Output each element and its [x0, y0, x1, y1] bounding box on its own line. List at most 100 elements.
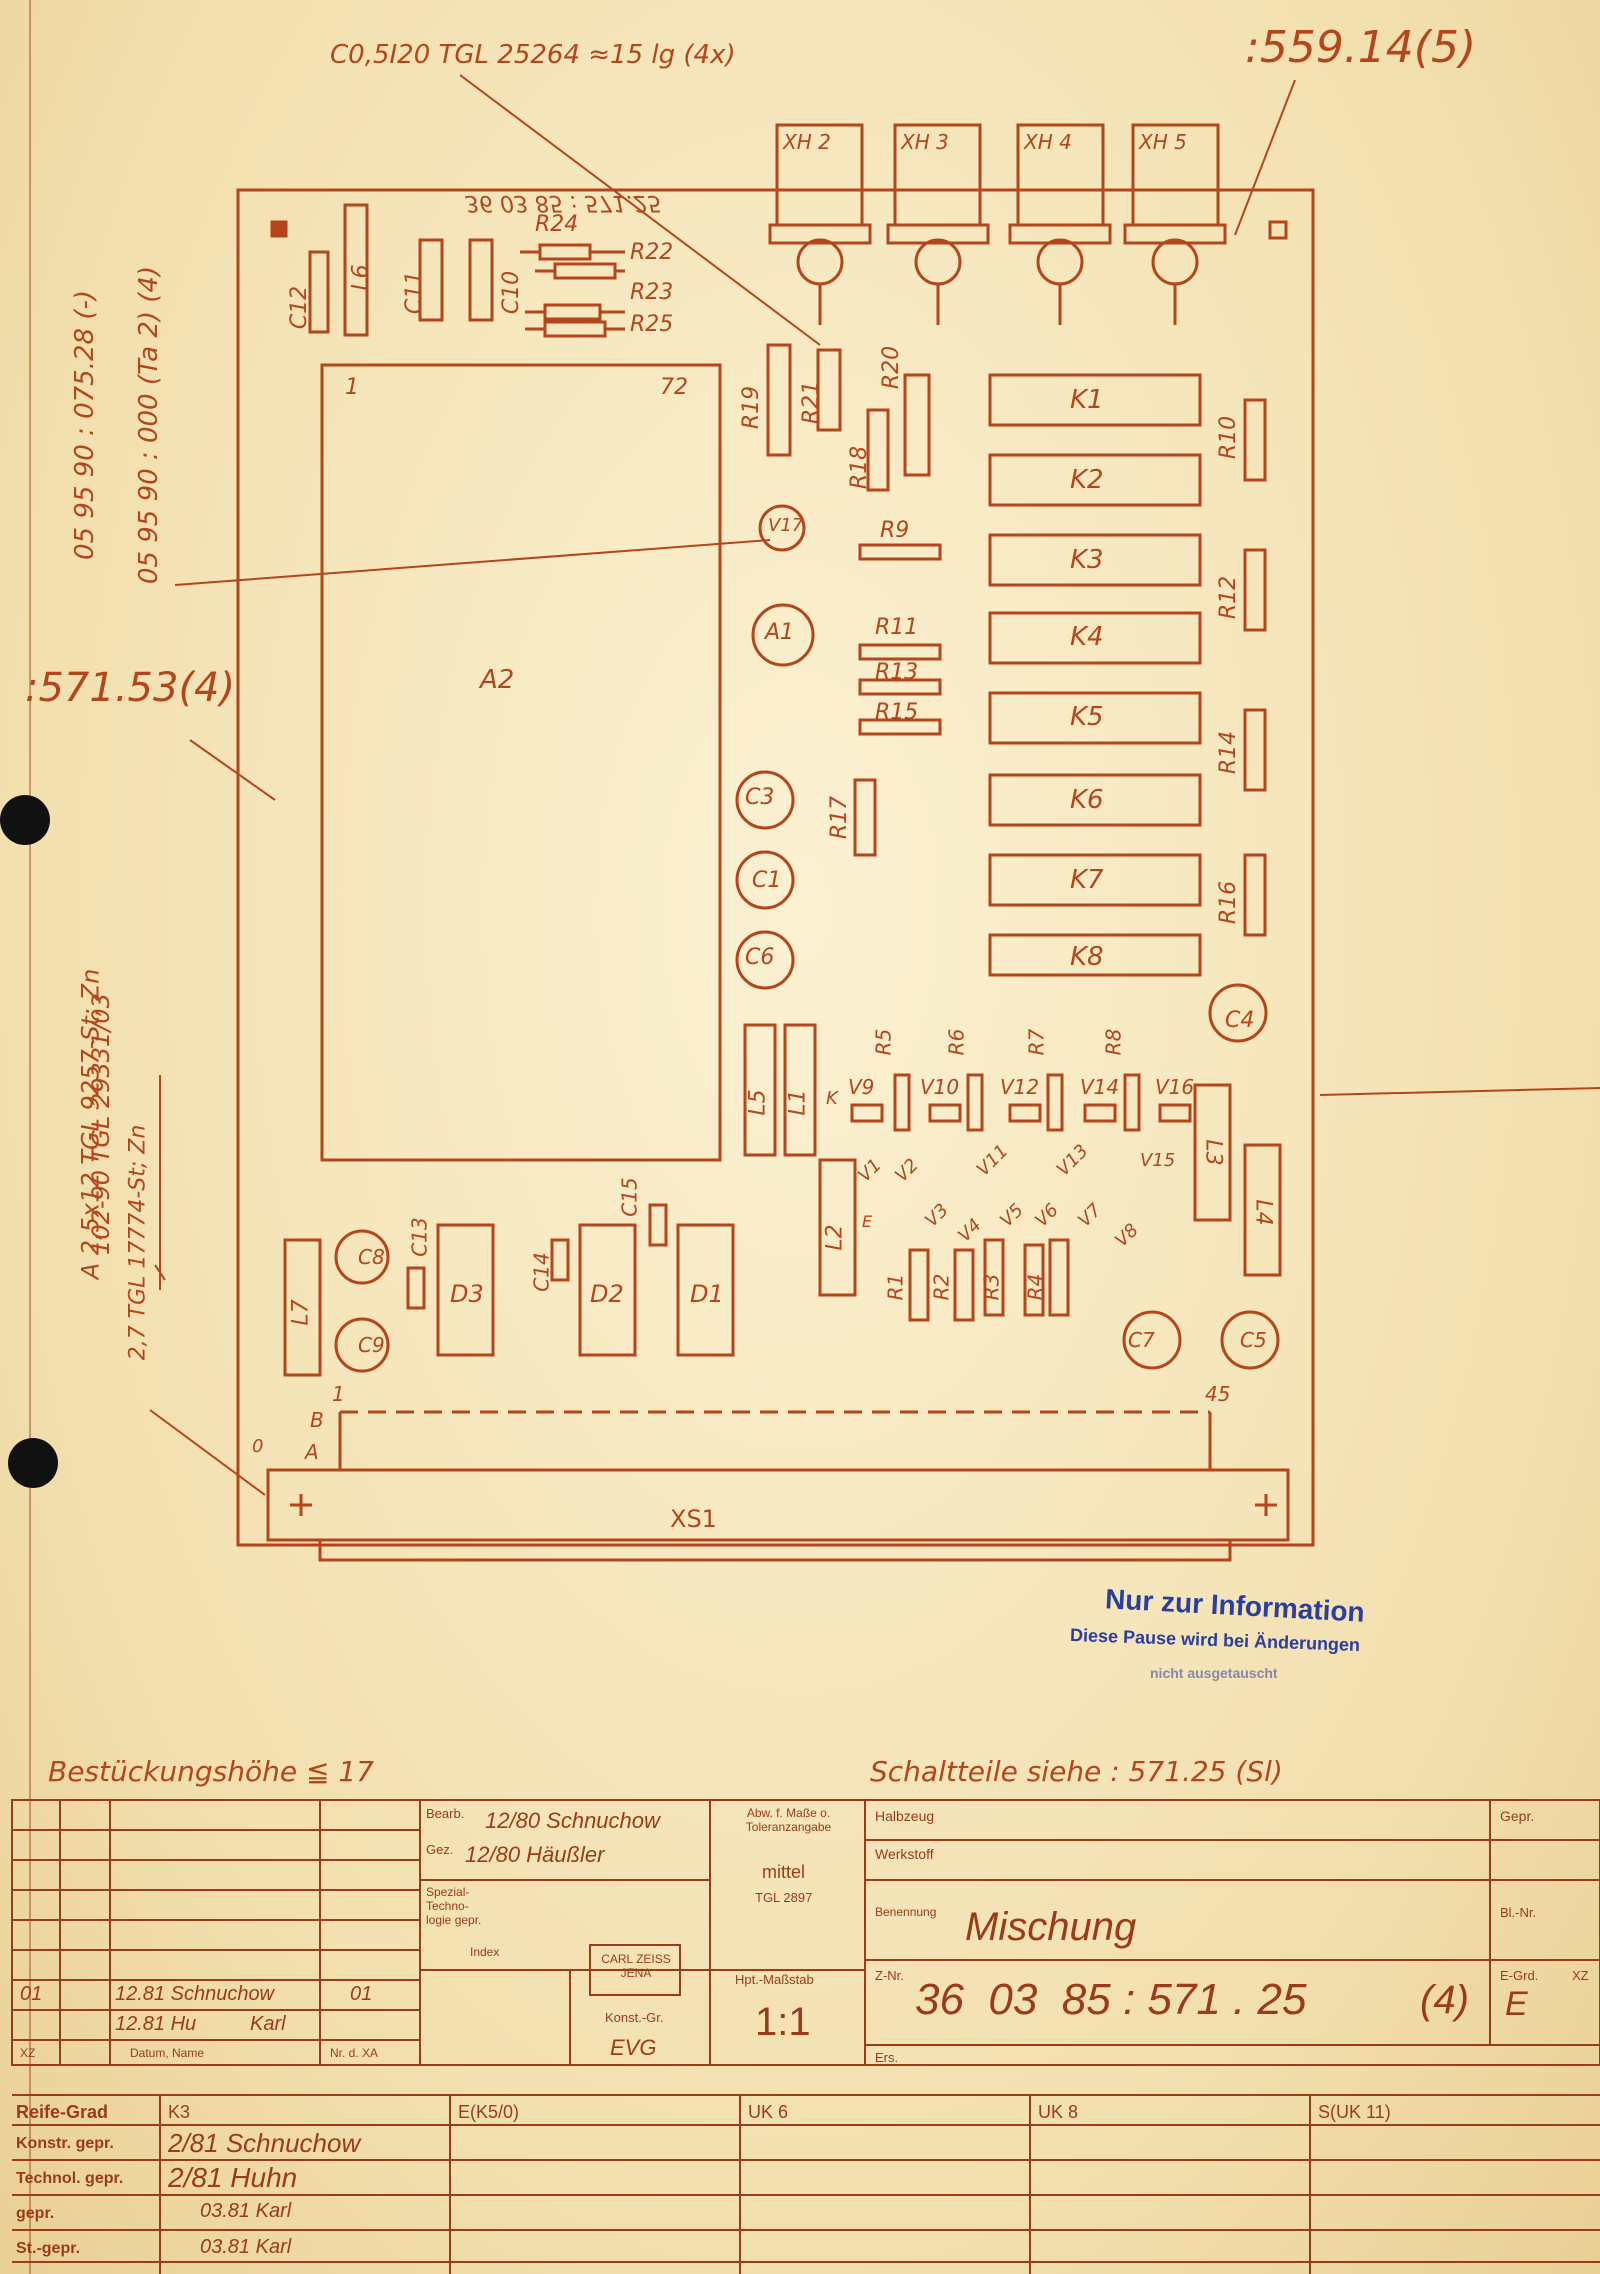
- edge-row-zero: 0: [252, 1436, 264, 1457]
- label-c15: C15: [617, 1177, 642, 1217]
- connector-xh-group: [768, 123, 1227, 325]
- parts-reference-note: Schaltteile siehe : 571.25 (Sl): [870, 1755, 1283, 1788]
- label-r8: R8: [1101, 1028, 1126, 1056]
- edge-row-b: B: [310, 1408, 324, 1432]
- info-stamp-line3: nicht ausgetauscht: [1150, 1665, 1278, 1681]
- label-c3: C3: [745, 785, 775, 810]
- label-l7: L7: [288, 1299, 314, 1326]
- blatt-label: Bl.-Nr.: [1500, 1905, 1537, 1920]
- label-l3: L3: [1200, 1139, 1226, 1166]
- znr-index: (4): [1420, 1978, 1469, 2022]
- screw-note-2: 102-90 TGL 29331/03: [86, 993, 115, 1255]
- label-r5: R5: [871, 1028, 896, 1056]
- label-d2: D2: [590, 1280, 624, 1308]
- benennung-value: Mischung: [965, 1905, 1137, 1949]
- label-l6: L6: [348, 264, 374, 291]
- label-c14: C14: [529, 1252, 554, 1292]
- label-r6: R6: [944, 1028, 969, 1056]
- label-r18: R18: [847, 445, 873, 490]
- gez-label: Gez.: [426, 1842, 454, 1857]
- scale-value: 1:1: [755, 2000, 811, 2044]
- scale-label: Hpt.-Maßstab: [735, 1972, 814, 1987]
- label-r4: R4: [1023, 1273, 1048, 1301]
- label-r21: R21: [799, 380, 825, 425]
- label-r23: R23: [630, 280, 674, 305]
- label-k4: K4: [1070, 622, 1104, 652]
- bearb-value: 12/80 Schnuchow: [485, 1808, 660, 1833]
- label-r13: R13: [875, 660, 919, 685]
- znr-value: 36 03 85 : 571 . 25: [915, 1975, 1307, 2024]
- label-r16: R16: [1216, 880, 1242, 925]
- label-r20: R20: [879, 345, 905, 390]
- spezial-label: Spezial- Techno- logie gepr.: [426, 1885, 482, 1927]
- left-note-1: 05 95 90 : 075.28 (-): [69, 290, 100, 560]
- label-k8: K8: [1070, 942, 1104, 972]
- abw-label: Abw. f. Maße o. Toleranzangabe: [745, 1806, 832, 1834]
- label-r3: R3: [979, 1273, 1004, 1301]
- punch-hole-top: [0, 795, 50, 845]
- reife-col-2: E(K5/0): [458, 2102, 520, 2122]
- index-label: Index: [470, 1945, 500, 1959]
- ers-label: Ers.: [875, 2050, 899, 2065]
- zeiss-logo: CARL ZEISS JENA: [601, 1952, 671, 1980]
- st-gepr-signature: 03.81 Karl: [200, 2236, 292, 2258]
- label-r2: R2: [929, 1273, 954, 1301]
- label-c7: C7: [1128, 1328, 1155, 1352]
- reife-col-3: UK 6: [748, 2102, 789, 2122]
- label-r9: R9: [880, 518, 910, 543]
- label-v14: V14: [1080, 1075, 1120, 1099]
- label-r11: R11: [875, 615, 919, 640]
- benennung-label: Benennung: [875, 1905, 937, 1919]
- pin-mark-k: K: [826, 1088, 838, 1109]
- gez-value: 12/80 Häußler: [465, 1842, 605, 1867]
- module-pin-1: 1: [345, 375, 359, 400]
- label-xs1: XS1: [670, 1505, 717, 1533]
- label-xh2: XH 2: [783, 130, 831, 154]
- rev-head-nr: Nr. d. XA: [330, 2046, 379, 2060]
- label-r1: R1: [883, 1273, 908, 1301]
- label-v9: V9: [848, 1075, 875, 1099]
- gepr-row-label: gepr.: [16, 2205, 55, 2222]
- label-l5: L5: [745, 1089, 771, 1116]
- label-d1: D1: [690, 1280, 724, 1308]
- capacitor-note: C0,5I20 TGL 25264 ≈15 lg (4x): [330, 40, 736, 70]
- znr-label: Z-Nr.: [875, 1968, 904, 1983]
- bearb-label: Bearb.: [426, 1806, 465, 1821]
- st-gepr-label: St.-gepr.: [16, 2240, 81, 2257]
- reife-label: Reife-Grad: [16, 2102, 109, 2122]
- board-reference: :571.53(4): [25, 665, 236, 711]
- technol-signature: 2/81 Huhn: [168, 2162, 298, 2193]
- drawing-reference: :559.14(5): [1245, 22, 1477, 73]
- gepr-signature: 03.81 Karl: [200, 2200, 292, 2222]
- label-c1: C1: [752, 868, 782, 893]
- konstr-label: Konstr. gepr.: [16, 2135, 114, 2152]
- mounting-height-note: Bestückungshöhe ≦ 17: [48, 1755, 374, 1788]
- label-r15: R15: [875, 700, 919, 725]
- label-d3: D3: [450, 1280, 484, 1308]
- xz-label: XZ: [1572, 1968, 1589, 1983]
- reife-col-5: S(UK 11): [1318, 2102, 1391, 2122]
- label-r22: R22: [630, 240, 674, 265]
- label-l1: L1: [785, 1089, 811, 1116]
- label-c6: C6: [745, 945, 775, 970]
- label-r17: R17: [827, 795, 853, 840]
- label-v12: V12: [1000, 1075, 1040, 1099]
- technol-label: Technol. gepr.: [16, 2170, 124, 2187]
- rev-row1-nr: 01: [350, 1983, 373, 2005]
- rev-row1-date: 12.81 Schnuchow: [115, 1983, 275, 2005]
- label-k5: K5: [1070, 702, 1104, 732]
- label-v10: V10: [920, 1075, 960, 1099]
- edge-row-a: A: [305, 1440, 319, 1464]
- konst-label: Konst.-Gr.: [605, 2010, 664, 2025]
- label-r14: R14: [1216, 730, 1242, 775]
- edge-connector-xs1: [266, 1468, 1290, 1542]
- left-note-2: 05 95 90 : 000 (Ta 2) (4): [134, 265, 165, 585]
- screw-note-3: 2,7 TGL 17774-St; Zn: [125, 1124, 151, 1361]
- label-v17: V17: [768, 515, 804, 536]
- rev-head-date: Datum, Name: [130, 2046, 205, 2060]
- label-c10: C10: [499, 270, 525, 315]
- rev-row2-date: 12.81 Hu: [115, 2013, 197, 2035]
- label-c12: C12: [287, 285, 313, 330]
